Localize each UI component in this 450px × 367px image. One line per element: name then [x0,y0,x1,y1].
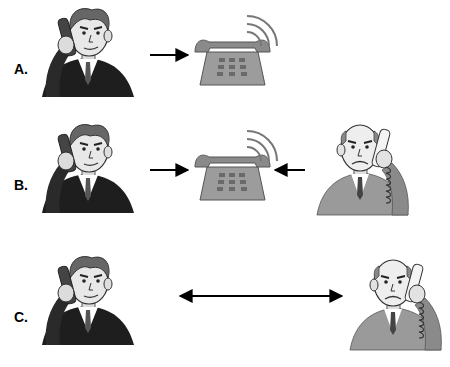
label-holder: A. [14,62,28,77]
row-label: C. [14,310,28,325]
ringing-phone [195,16,277,85]
caller-figure [42,125,134,213]
row-label: A. [14,62,28,77]
callee-figure [350,260,441,350]
ringing-phone [195,131,277,200]
label-holder: C. [14,310,28,325]
row-label: B. [14,178,28,193]
call-arrow [150,54,188,56]
caller-figure [42,257,134,345]
label-holder: B. [14,178,28,193]
connection-arrow [180,295,342,297]
call-arrow [275,169,305,171]
call-arrow [150,169,188,171]
callee-figure [317,125,408,215]
caller-figure [42,9,134,97]
